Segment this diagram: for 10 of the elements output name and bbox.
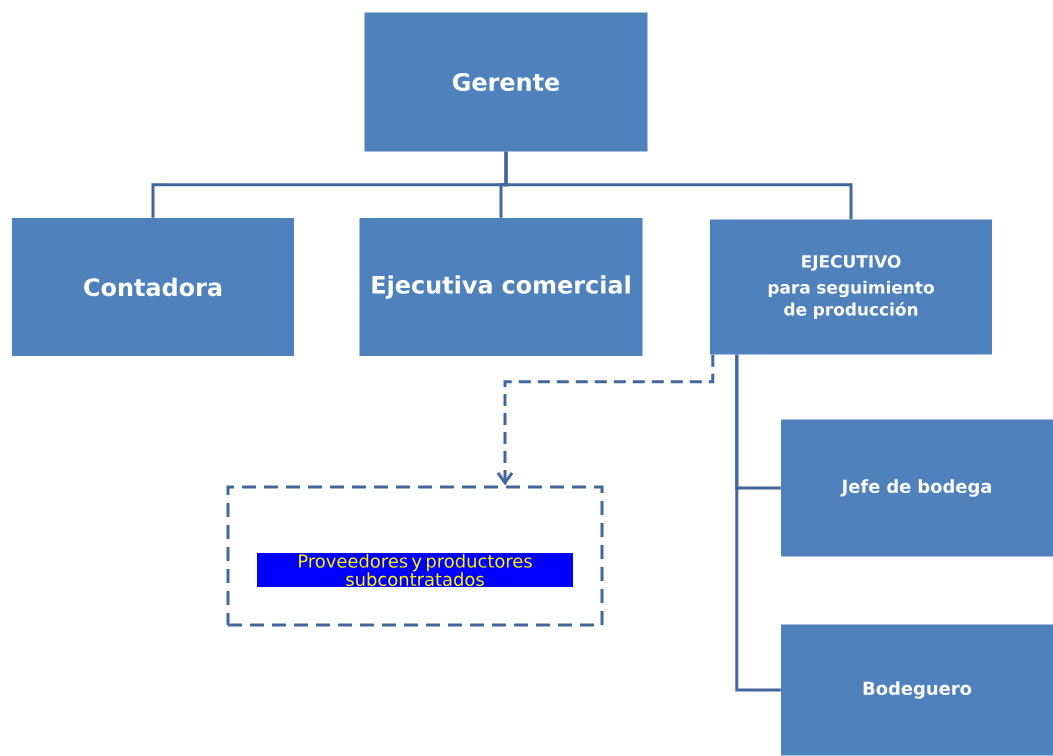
org-box: Ejecutiva comercial <box>359 218 643 356</box>
org-box: Contadora <box>12 218 294 356</box>
connector <box>735 354 781 692</box>
org-box: Bodeguero <box>781 624 1053 756</box>
org-box: Jefe de bodega <box>781 419 1053 557</box>
connector <box>504 151 853 220</box>
highlighted-text: Proveedores y productores subcontratados <box>257 552 573 588</box>
org-box: EJECUTIVO para seguimiento de producción <box>710 219 992 355</box>
org-box: Gerente <box>364 12 648 152</box>
connector <box>496 354 715 486</box>
